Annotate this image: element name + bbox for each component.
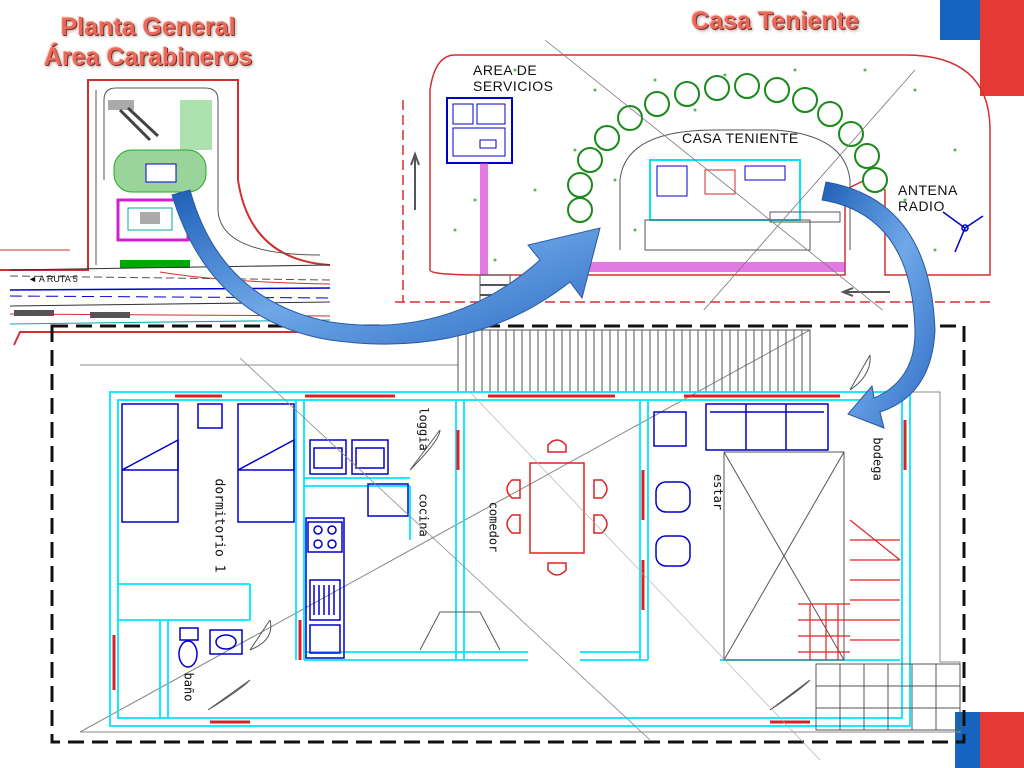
site-plan <box>395 39 995 310</box>
road-label: ◄ A RUTA 5 <box>28 274 78 284</box>
label-antena-line2: RADIO <box>898 198 945 214</box>
title-planta-general-line2: Área Carabineros <box>43 43 253 71</box>
title-planta-general-line1: Planta General <box>60 13 236 41</box>
label-area-servicios: AREA DE SERVICIOS <box>473 62 554 94</box>
label-area-servicios-line1: AREA DE <box>473 62 538 78</box>
label-area-servicios-line2: SERVICIOS <box>473 78 554 94</box>
label-antena-line1: ANTENA <box>898 182 958 198</box>
label-antena-radio: ANTENA RADIO <box>898 182 958 214</box>
arrow-site-to-floorplan <box>821 181 936 429</box>
flag-top-right <box>940 0 1024 96</box>
title-casa-teniente: Casa Teniente <box>691 7 859 35</box>
overview-plan: ◄ A RUTA 5 <box>0 79 330 346</box>
arrow-overview-to-site <box>171 189 601 345</box>
label-casa-teniente: CASA TENIENTE <box>682 130 799 146</box>
title-planta-general: Planta General Área Carabineros <box>28 12 268 72</box>
flag-bottom-right <box>955 712 1024 768</box>
